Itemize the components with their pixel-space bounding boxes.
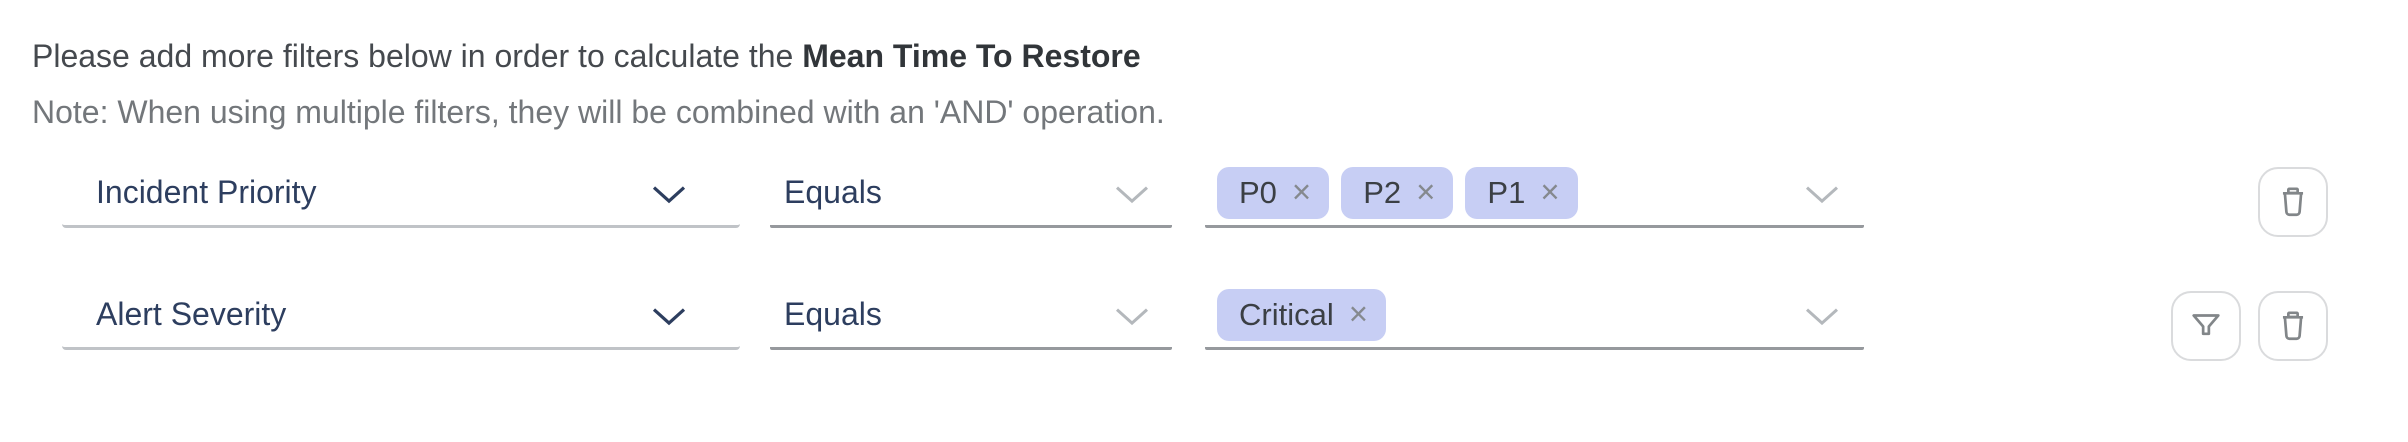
row1-operator-select-value: Equals <box>784 174 882 210</box>
remove-chip-icon[interactable]: × <box>1291 172 1312 210</box>
row1-values-multiselect[interactable]: P0 × P2 × P1 × <box>1205 160 1864 228</box>
remove-chip-icon[interactable]: × <box>1348 294 1369 332</box>
trash-icon <box>2282 187 2304 217</box>
metric-name: Mean Time To Restore <box>802 38 1141 74</box>
value-chip-label: Critical <box>1239 296 1334 332</box>
row1-delete-filter-button[interactable] <box>2258 167 2328 237</box>
remove-chip-icon[interactable]: × <box>1540 172 1560 210</box>
row2-field-select[interactable]: Alert Severity <box>62 282 740 350</box>
remove-chip-icon[interactable]: × <box>1416 172 1436 210</box>
row2-operator-select-value: Equals <box>784 296 882 332</box>
chevron-down-icon <box>1115 307 1149 325</box>
value-chip: Critical × <box>1217 288 1387 341</box>
filter-funnel-icon <box>2192 314 2220 336</box>
value-chip: P1 × <box>1465 166 1578 219</box>
value-chip-label: P2 <box>1363 174 1402 210</box>
value-chip: P0 × <box>1217 166 1330 219</box>
row2-selected-values: Critical × <box>1217 288 1387 341</box>
row1-field-select-value: Incident Priority <box>96 174 317 210</box>
row2-values-multiselect[interactable]: Critical × <box>1205 282 1864 350</box>
row2-operator-select[interactable]: Equals <box>770 282 1172 350</box>
note-text: Note: When using multiple filters, they … <box>32 94 1165 130</box>
row1-selected-values: P0 × P2 × P1 × <box>1217 166 1578 219</box>
value-chip: P2 × <box>1341 166 1454 219</box>
value-chip-label: P0 <box>1239 174 1277 210</box>
instruction-text: Please add more filters below in order t… <box>32 34 1141 78</box>
chevron-down-icon <box>1115 185 1149 203</box>
row2-field-select-value: Alert Severity <box>96 296 287 332</box>
chevron-down-icon <box>1805 307 1839 325</box>
row1-field-select[interactable]: Incident Priority <box>62 160 740 228</box>
chevron-down-icon <box>1805 185 1839 203</box>
row1-operator-select[interactable]: Equals <box>770 160 1172 228</box>
row2-delete-filter-button[interactable] <box>2258 291 2328 361</box>
value-chip-label: P1 <box>1487 174 1526 210</box>
chevron-down-icon <box>652 185 686 203</box>
chevron-down-icon <box>652 307 686 325</box>
instruction-prefix: Please add more filters below in order t… <box>32 38 803 74</box>
trash-icon <box>2282 311 2304 341</box>
row2-apply-filter-button[interactable] <box>2171 291 2241 361</box>
